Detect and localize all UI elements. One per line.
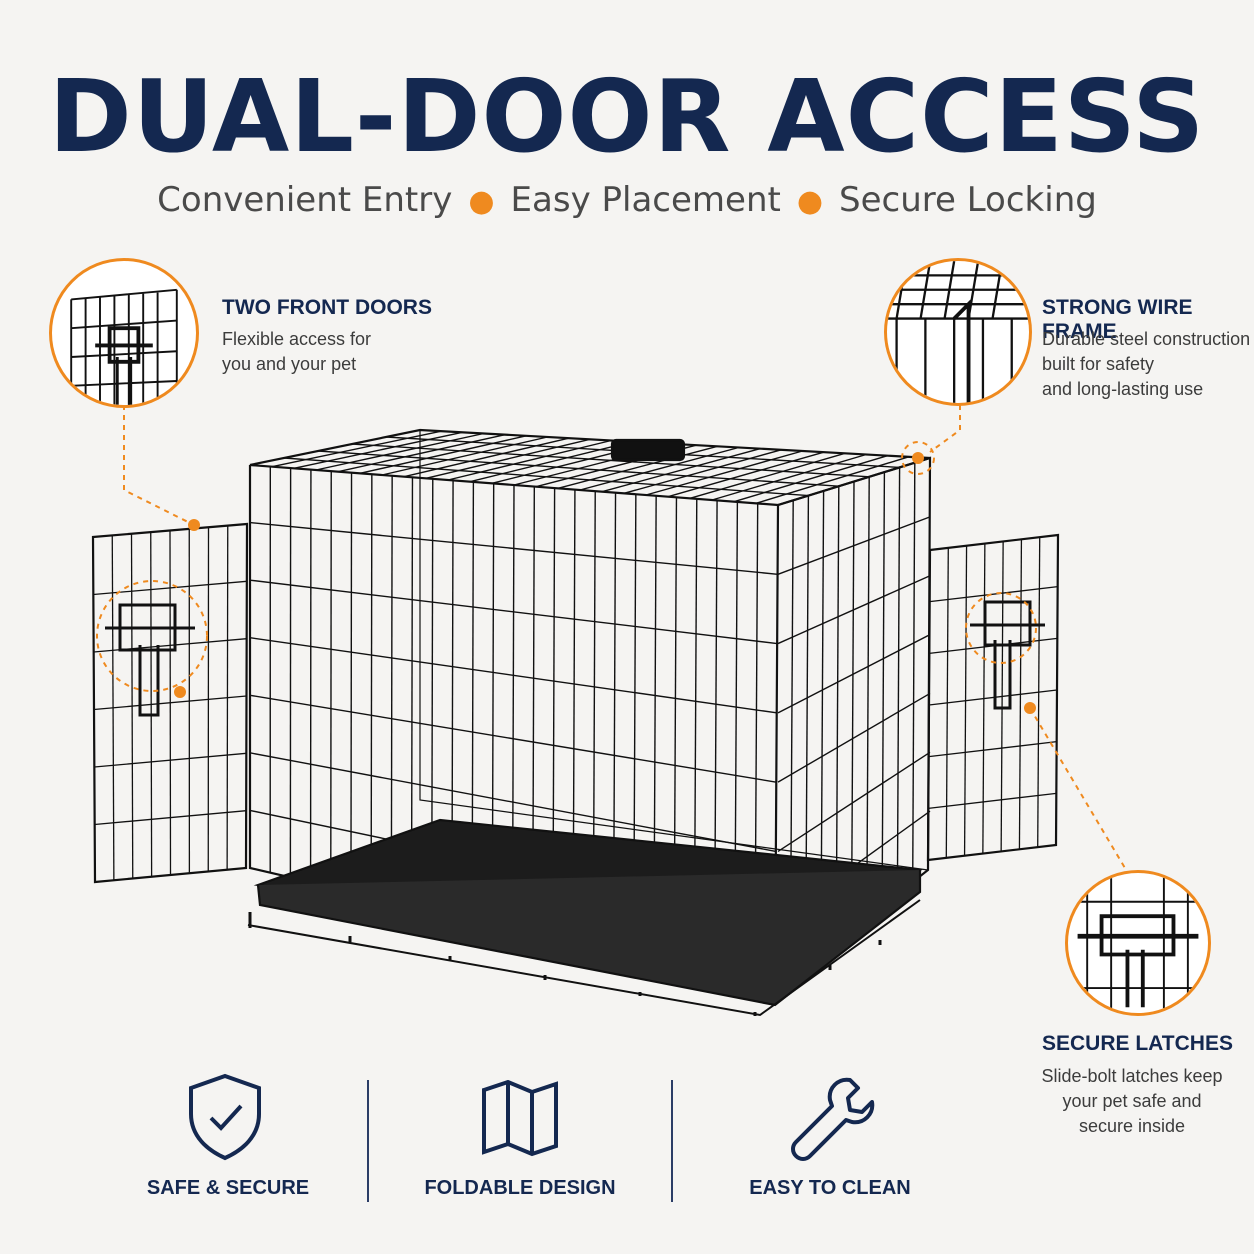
- crate-wire: [929, 586, 1058, 603]
- crate-wire: [579, 446, 739, 491]
- crate-wire: [350, 472, 353, 892]
- crate-wire: [359, 435, 527, 475]
- crate-wire: [755, 456, 909, 505]
- crate-wire: [777, 751, 931, 853]
- front-door-detail-circle: [49, 258, 199, 408]
- crate-wire: [777, 516, 931, 575]
- crate-wire: [403, 437, 569, 478]
- latches-desc: Slide-bolt latches keep your pet safe an…: [1022, 1064, 1242, 1139]
- crate-wire: [928, 741, 1057, 758]
- crate-wire: [315, 432, 484, 471]
- crate-wire: [689, 452, 846, 500]
- crate-wire: [283, 457, 809, 497]
- crate-wire: [370, 474, 373, 897]
- crate-wire: [249, 637, 777, 714]
- crate-wire: [317, 450, 839, 487]
- crate-wire: [777, 692, 931, 783]
- crate-wire: [711, 453, 867, 501]
- crate-wire: [94, 810, 247, 826]
- subtitle-item-entry: Convenient Entry: [157, 180, 453, 220]
- crate-wire: [777, 633, 931, 714]
- latches-desc-line: your pet safe and: [1062, 1091, 1202, 1111]
- crate-wire: [733, 454, 888, 503]
- crate-wire: [881, 472, 886, 907]
- crate-wire: [390, 475, 393, 901]
- page-title: DUAL-DOOR ACCESS: [48, 58, 1206, 175]
- crate-wire: [866, 476, 870, 919]
- crate-wire: [337, 433, 506, 473]
- crate-wire: [249, 579, 778, 645]
- crate-wire: [94, 752, 247, 768]
- crate-wire: [850, 481, 855, 931]
- front-doors-desc-line: you and your pet: [222, 354, 357, 374]
- feature-divider: [367, 1080, 369, 1202]
- front-doors-desc-line: Flexible access for: [222, 329, 372, 349]
- wire-frame-detail-circle: [884, 258, 1032, 406]
- wrench-icon: [791, 1077, 875, 1161]
- subtitle: Convenient Entry ● Easy Placement ● Secure L…: [0, 180, 1254, 220]
- wire-frame-desc: Durable steel construction built for saf…: [1042, 327, 1250, 402]
- crate-wire: [381, 436, 548, 476]
- latches-desc-line: secure inside: [1078, 1116, 1186, 1136]
- feature-divider: [671, 1080, 673, 1202]
- crate-wire: [293, 431, 463, 470]
- wire-frame-title: STRONG WIRE FRAME: [1042, 296, 1193, 343]
- crate-wire: [667, 451, 824, 498]
- crate-wire: [928, 689, 1058, 706]
- crate-wire: [271, 430, 442, 468]
- wire-frame-desc-line: built for safety: [1042, 354, 1155, 374]
- bullet-dot-icon: ●: [468, 184, 495, 219]
- crate-wire: [249, 521, 778, 575]
- crate-wire: [896, 467, 901, 895]
- crate-wire: [777, 575, 931, 645]
- front-doors-title: TWO FRONT DOORS: [222, 296, 432, 319]
- folded-map-icon: [482, 1080, 558, 1157]
- feature-label-clean: EASY TO CLEAN: [749, 1177, 911, 1199]
- crate-wire: [912, 462, 916, 883]
- wire-frame-desc-line: Durable steel construction: [1042, 329, 1251, 349]
- crate-wire: [249, 752, 776, 853]
- crate-wire: [447, 439, 612, 481]
- crate-wire: [249, 694, 777, 783]
- latch-detail-circle: [1065, 870, 1211, 1016]
- feature-label-safe: SAFE & SECURE: [146, 1177, 310, 1199]
- wire-frame-desc-line: and long-lasting use: [1042, 379, 1204, 399]
- crate-wire: [623, 449, 782, 495]
- crate-wire: [469, 440, 633, 483]
- crate-wire: [93, 695, 247, 711]
- crate-wire: [645, 450, 803, 496]
- subtitle-item-placement: Easy Placement: [510, 180, 781, 220]
- subtitle-item-locking: Secure Locking: [839, 180, 1097, 220]
- crate-wire: [425, 438, 591, 480]
- shield-check-icon: [189, 1073, 261, 1161]
- bullet-dot-icon: ●: [796, 184, 824, 219]
- crate-wire: [928, 792, 1057, 809]
- latches-title: SECURE LATCHES: [1042, 1032, 1233, 1055]
- crate-wire: [601, 447, 761, 493]
- feature-label-foldable: FOLDABLE DESIGN: [424, 1177, 616, 1199]
- front-doors-desc: Flexible access for you and your pet: [222, 327, 371, 377]
- crate-wire: [351, 443, 870, 478]
- crate-wire: [557, 445, 718, 490]
- latches-desc-line: Slide-bolt latches keep: [1041, 1066, 1223, 1086]
